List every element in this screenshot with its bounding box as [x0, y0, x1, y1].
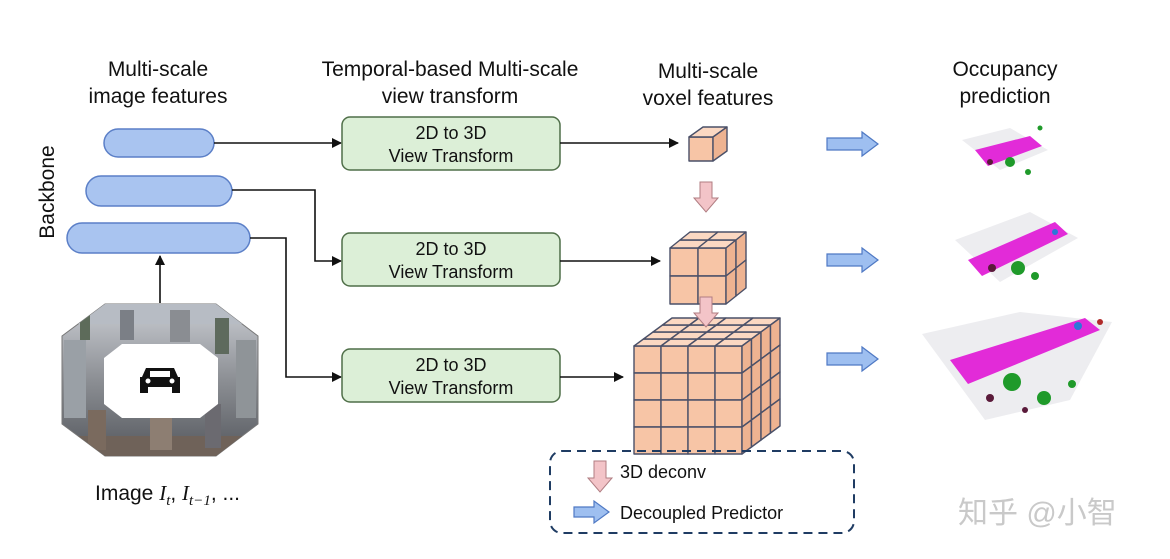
- legend-deconv-label: 3D deconv: [620, 462, 706, 482]
- voxel-cell-front: [687, 372, 716, 401]
- image-caption-I2: I: [181, 481, 190, 505]
- header-view-transform-line2: view transform: [382, 85, 519, 108]
- voxel-feature-small: [688, 126, 728, 162]
- occupancy-prediction-small: [962, 125, 1048, 175]
- voxel-cell-front: [687, 399, 716, 428]
- image-caption-sub2: t−1: [189, 493, 211, 509]
- voxel-cell-side: [769, 398, 781, 434]
- voxel-cell-front: [669, 247, 699, 277]
- voxel-cell-front: [633, 426, 662, 455]
- voxel-cell-front: [633, 372, 662, 401]
- vt3-line2: View Transform: [389, 378, 514, 398]
- voxel-cell-front: [660, 399, 689, 428]
- vt3-line1: 2D to 3D: [415, 355, 486, 375]
- image-caption: Image It, It−1, ...: [95, 481, 240, 509]
- image-feature-scale-3: [66, 222, 251, 254]
- voxel-cell-front: [697, 247, 727, 277]
- voxel-cell-front: [660, 426, 689, 455]
- watermark: 知乎 @小智: [958, 497, 1117, 530]
- voxel-cell-side: [712, 126, 728, 162]
- voxel-cell-front: [660, 372, 689, 401]
- deconv-arrow-small-to-medium: [692, 181, 720, 213]
- connector-feature3-vt3: [250, 237, 342, 382]
- occupancy-prediction-large: [922, 312, 1112, 420]
- voxel-cell-side: [750, 412, 762, 448]
- voxel-cell-front: [714, 426, 743, 455]
- voxel-cell-front: [714, 399, 743, 428]
- view-transform-block-1: 2D to 3D View Transform: [341, 116, 561, 171]
- image-caption-comma: ,: [170, 482, 182, 505]
- backbone-label: Backbone: [36, 145, 59, 238]
- voxel-cell-front: [633, 345, 662, 374]
- predictor-arrow-1: [826, 130, 879, 158]
- vt1-line2: View Transform: [389, 146, 514, 166]
- legend-predictor-label: Decoupled Predictor: [620, 503, 783, 523]
- voxel-cell-side: [741, 419, 753, 455]
- header-image-features-line2: image features: [89, 85, 228, 108]
- header-view-transform-line1: Temporal-based Multi-scale: [322, 58, 579, 81]
- legend-box: [549, 450, 855, 534]
- vt2-line1: 2D to 3D: [415, 239, 486, 259]
- voxel-cell-side: [760, 405, 772, 441]
- image-caption-prefix: Image: [95, 482, 159, 505]
- voxel-cell-front: [714, 345, 743, 374]
- header-image-features-line1: Multi-scale: [108, 58, 208, 81]
- voxel-cell-front: [660, 345, 689, 374]
- occupancy-prediction-medium: [955, 212, 1078, 282]
- predictor-arrow-2: [826, 246, 879, 274]
- header-occupancy-line2: prediction: [959, 85, 1050, 108]
- predictor-arrow-3: [826, 345, 879, 373]
- deconv-arrow-medium-to-large: [692, 296, 720, 328]
- voxel-cell-side: [735, 259, 747, 297]
- view-transform-block-3: 2D to 3D View Transform: [341, 348, 561, 403]
- voxel-cell-front: [714, 372, 743, 401]
- voxel-cell-front: [669, 275, 699, 305]
- vt2-line2: View Transform: [389, 262, 514, 282]
- image-feature-scale-2: [85, 175, 233, 207]
- voxel-cell-front: [633, 399, 662, 428]
- deconv-arrow-icon: [586, 460, 614, 493]
- vt1-line1: 2D to 3D: [415, 123, 486, 143]
- car-icon: [140, 368, 180, 393]
- view-transform-block-2: 2D to 3D View Transform: [341, 232, 561, 287]
- header-voxel-features-line1: Multi-scale: [658, 60, 758, 83]
- voxel-cell-front: [687, 345, 716, 374]
- header-occupancy-line1: Occupancy: [952, 58, 1058, 81]
- image-caption-sub1: t: [166, 493, 171, 509]
- voxel-feature-large: [633, 317, 781, 455]
- connector-feature2-vt2: [232, 189, 342, 266]
- image-caption-suffix: , ...: [211, 482, 240, 505]
- voxel-feature-medium: [669, 231, 747, 305]
- image-caption-I1: I: [158, 481, 167, 505]
- voxel-cell-front: [688, 136, 714, 162]
- header-voxel-features-line2: voxel features: [643, 87, 774, 110]
- voxel-cell-front: [687, 426, 716, 455]
- predictor-arrow-icon: [573, 499, 611, 525]
- image-feature-scale-1: [103, 128, 215, 158]
